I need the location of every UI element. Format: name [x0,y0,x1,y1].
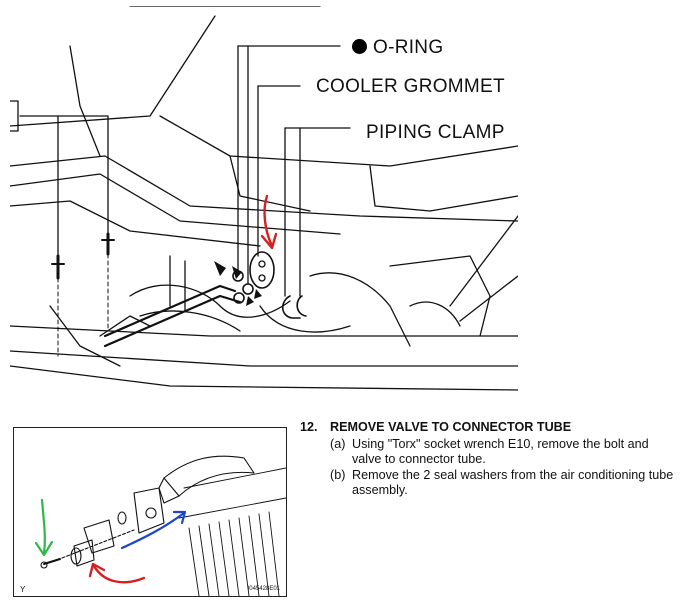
sub-step-text: Remove the 2 seal washers from the air c… [352,467,674,498]
instruction-step: 12. REMOVE VALVE TO CONNECTOR TUBE (a) U… [300,420,680,499]
bullet-icon [352,39,367,54]
corner-mark: Y [20,585,26,594]
valve [133,487,165,534]
fender-line [9,15,216,127]
green-arrow [34,498,54,557]
engine-bay-drawing [9,5,519,391]
ac-tube [163,455,255,497]
condenser [178,467,287,597]
figure-code: I045428E01 [247,586,280,592]
sub-step-label: (b) [330,467,346,482]
sub-step-label: (a) [330,436,346,451]
sub-step-a: (a) Using "Torx" socket wrench E10, remo… [300,437,680,468]
black-arrows [214,261,262,306]
cowl-line [9,155,519,222]
connector-tube [83,519,115,554]
bolt-left [51,254,65,357]
o-ring-2 [242,283,254,295]
cooler-grommet [249,251,275,289]
step-title-text: REMOVE VALVE TO CONNECTOR TUBE [330,420,572,434]
blue-arrow [120,510,187,550]
o-ring-3 [233,292,245,304]
seal-washer [117,511,127,525]
connector-tube-diagram: I045428E01 Y [13,427,287,597]
red-arrow-bottom [88,562,146,584]
piping-clamp-1 [281,295,301,319]
oring-text: O-RING [373,37,444,58]
sub-step-text: Using "Torx" socket wrench E10, remove t… [352,436,649,467]
bolt-leader [19,115,109,235]
step-number: 12. [300,420,318,434]
bolt-right [101,232,115,332]
piping-clamp-2 [296,295,307,317]
connector-tube-drawing [34,455,287,597]
step-title: 12. REMOVE VALVE TO CONNECTOR TUBE [300,420,680,436]
sub-step-b: (b) Remove the 2 seal washers from the a… [300,468,680,499]
clamp-callout: PIPING CLAMP [366,122,505,143]
grommet-callout: COOLER GROMMET [316,76,505,97]
oring-callout: O-RING [352,37,443,59]
engine-bay-diagram: O-RING COOLER GROMMET PIPING CLAMP [9,5,519,394]
red-arrow-top [260,194,278,250]
